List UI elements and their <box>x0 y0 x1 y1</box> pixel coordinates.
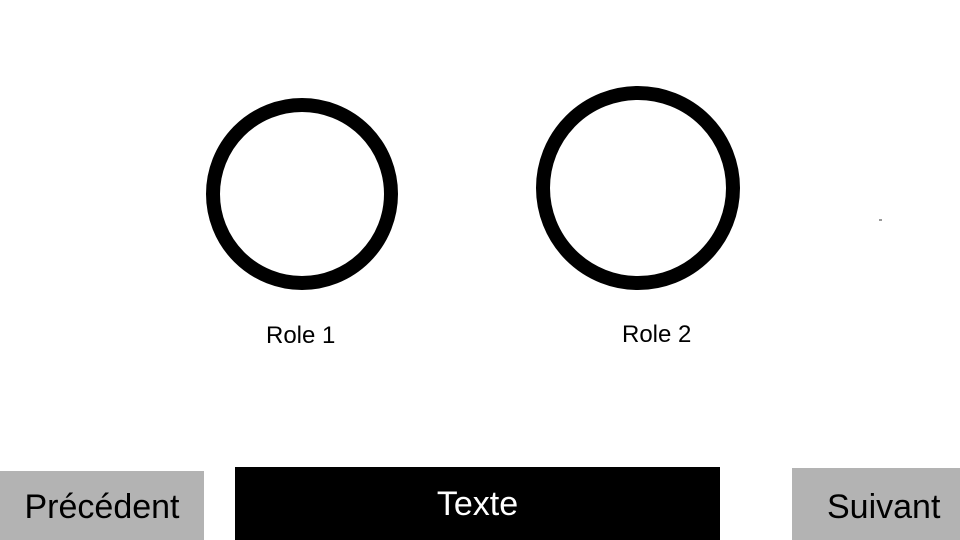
role-1-label: Role 1 <box>266 322 336 349</box>
role-2-circle[interactable] <box>536 86 740 290</box>
text-button[interactable]: Texte <box>235 467 720 540</box>
stray-mark <box>879 219 882 221</box>
previous-button[interactable]: Précédent <box>0 471 204 540</box>
role-1-circle[interactable] <box>206 98 398 290</box>
next-button[interactable]: Suivant <box>792 468 960 540</box>
role-2-label: Role 2 <box>622 321 692 348</box>
